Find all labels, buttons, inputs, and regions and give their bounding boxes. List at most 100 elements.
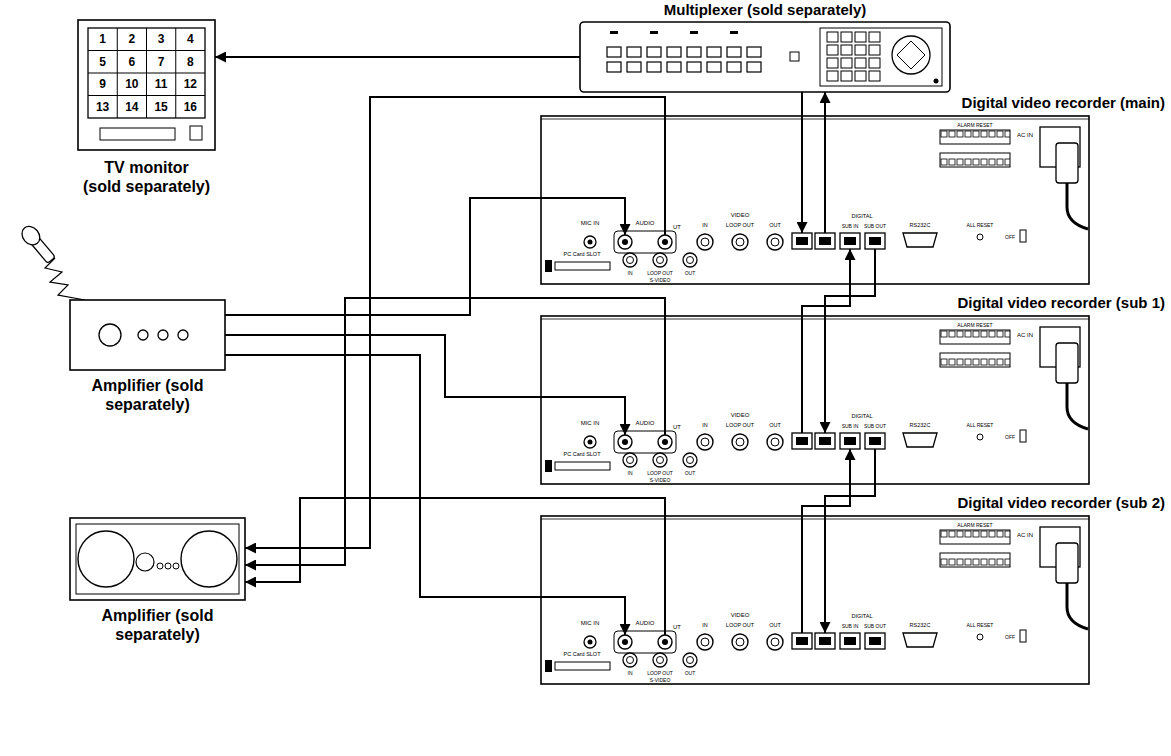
panel-label: ALL RESET: [967, 623, 994, 628]
panel-label: IN: [702, 223, 708, 229]
panel-label: IN: [628, 271, 633, 276]
signal-cable: [801, 92, 803, 233]
panel-label: LOOP OUT: [726, 223, 754, 229]
screen-number: 5: [99, 56, 106, 68]
amplifier: Amplifier (sold separately): [70, 300, 225, 370]
panel-label: MIC IN: [581, 420, 600, 426]
panel-label: OFF: [1005, 235, 1015, 240]
panel-label: DIGITAL: [852, 214, 873, 220]
device-heading: Digital video recorder (sub 2): [957, 494, 1165, 512]
signal-cable: [215, 56, 580, 58]
screen-number: 10: [125, 78, 138, 90]
signal-cable: [225, 335, 625, 435]
amplifier: Amplifier (sold separately): [70, 518, 245, 600]
screen-number: 3: [158, 33, 165, 45]
panel-label: PC Card SLOT: [564, 652, 601, 658]
screen-number: 16: [184, 101, 197, 113]
device-heading: Amplifier (sold separately): [70, 606, 245, 644]
digital-video-recorder: Digital video recorder (main): [540, 115, 1090, 285]
device-heading: TV monitor (sold separately): [73, 158, 220, 196]
signal-cable: [802, 449, 850, 633]
panel-label: S-VIDEO: [650, 678, 671, 683]
panel-label: OUT: [769, 223, 781, 229]
panel-label: SUB IN: [842, 424, 859, 429]
panel-label: SUB IN: [842, 224, 859, 229]
panel-label: AC IN: [1017, 332, 1033, 338]
screen-number: 15: [154, 101, 167, 113]
panel-label: VIDEO: [731, 212, 750, 218]
panel-label: AC IN: [1017, 532, 1033, 538]
panel-label: OFF: [1005, 435, 1015, 440]
panel-label: DIGITAL: [852, 414, 873, 420]
screen-number: 7: [158, 56, 165, 68]
screen-number: 11: [155, 78, 168, 90]
screen-number: 12: [184, 78, 197, 90]
panel-label: SUB OUT: [864, 224, 886, 229]
panel-label: IN: [702, 623, 708, 629]
screen-number: 13: [96, 101, 109, 113]
panel-label: OUT: [685, 471, 696, 476]
device-heading: Digital video recorder (sub 1): [957, 294, 1165, 312]
signal-cable: [802, 249, 850, 433]
digital-video-recorder: Digital video recorder (sub 2): [540, 515, 1090, 685]
panel-label: LOOP OUT: [647, 671, 673, 676]
panel-label: OUT: [769, 623, 781, 629]
panel-label: ALL RESET: [967, 223, 994, 228]
panel-label: ALARM RESET: [957, 323, 992, 328]
multiplexer: Multiplexer (sold separately): [580, 22, 950, 92]
screen-number: 1: [99, 33, 106, 45]
panel-label: UT: [673, 224, 681, 230]
signal-cable: [824, 92, 826, 233]
panel-label: MIC IN: [581, 620, 600, 626]
panel-label: OFF: [1005, 635, 1015, 640]
panel-label: IN: [628, 671, 633, 676]
panel-label: VIDEO: [731, 612, 750, 618]
panel-label: PC Card SLOT: [564, 452, 601, 458]
panel-label: PC Card SLOT: [564, 252, 601, 258]
screen-number: 14: [125, 101, 138, 113]
device-heading: Amplifier (sold separately): [65, 376, 230, 414]
screen-number: 6: [129, 56, 136, 68]
signal-cable: [245, 298, 665, 565]
screen-number: 4: [187, 33, 194, 45]
panel-label: LOOP OUT: [726, 423, 754, 429]
panel-label: RS232C: [910, 623, 931, 629]
screen-number: 2: [129, 33, 136, 45]
digital-video-recorder: Digital video recorder (sub 1): [540, 315, 1090, 485]
panel-label: LOOP OUT: [647, 471, 673, 476]
device-heading: Digital video recorder (main): [962, 94, 1165, 112]
panel-label: OUT: [685, 671, 696, 676]
panel-label: RS232C: [910, 423, 931, 429]
panel-label: IN: [702, 423, 708, 429]
panel-label: ALARM RESET: [957, 123, 992, 128]
panel-label: RS232C: [910, 223, 931, 229]
panel-label: AUDIO: [635, 220, 654, 226]
panel-label: OUT: [769, 423, 781, 429]
panel-label: MIC IN: [581, 220, 600, 226]
panel-label: ALARM RESET: [957, 523, 992, 528]
panel-label: DIGITAL: [852, 614, 873, 620]
panel-label: LOOP OUT: [647, 271, 673, 276]
screen-number: 8: [187, 56, 194, 68]
panel-label: AC IN: [1017, 132, 1033, 138]
signal-cable: [225, 355, 625, 635]
panel-label: S-VIDEO: [650, 278, 671, 283]
panel-label: S-VIDEO: [650, 478, 671, 483]
panel-label: OUT: [685, 271, 696, 276]
panel-label: SUB OUT: [864, 424, 886, 429]
screen-number: 9: [99, 78, 106, 90]
panel-label: SUB IN: [842, 624, 859, 629]
panel-label: UT: [673, 624, 681, 630]
panel-label: SUB OUT: [864, 624, 886, 629]
panel-label: LOOP OUT: [726, 623, 754, 629]
device-heading: Multiplexer (sold separately): [580, 1, 950, 19]
panel-label: UT: [673, 424, 681, 430]
panel-label: IN: [628, 471, 633, 476]
panel-label: ALL RESET: [967, 423, 994, 428]
signal-cable: [245, 498, 665, 635]
panel-label: AUDIO: [635, 620, 654, 626]
panel-label: VIDEO: [731, 412, 750, 418]
signal-cable: [245, 97, 665, 548]
panel-label: AUDIO: [635, 420, 654, 426]
